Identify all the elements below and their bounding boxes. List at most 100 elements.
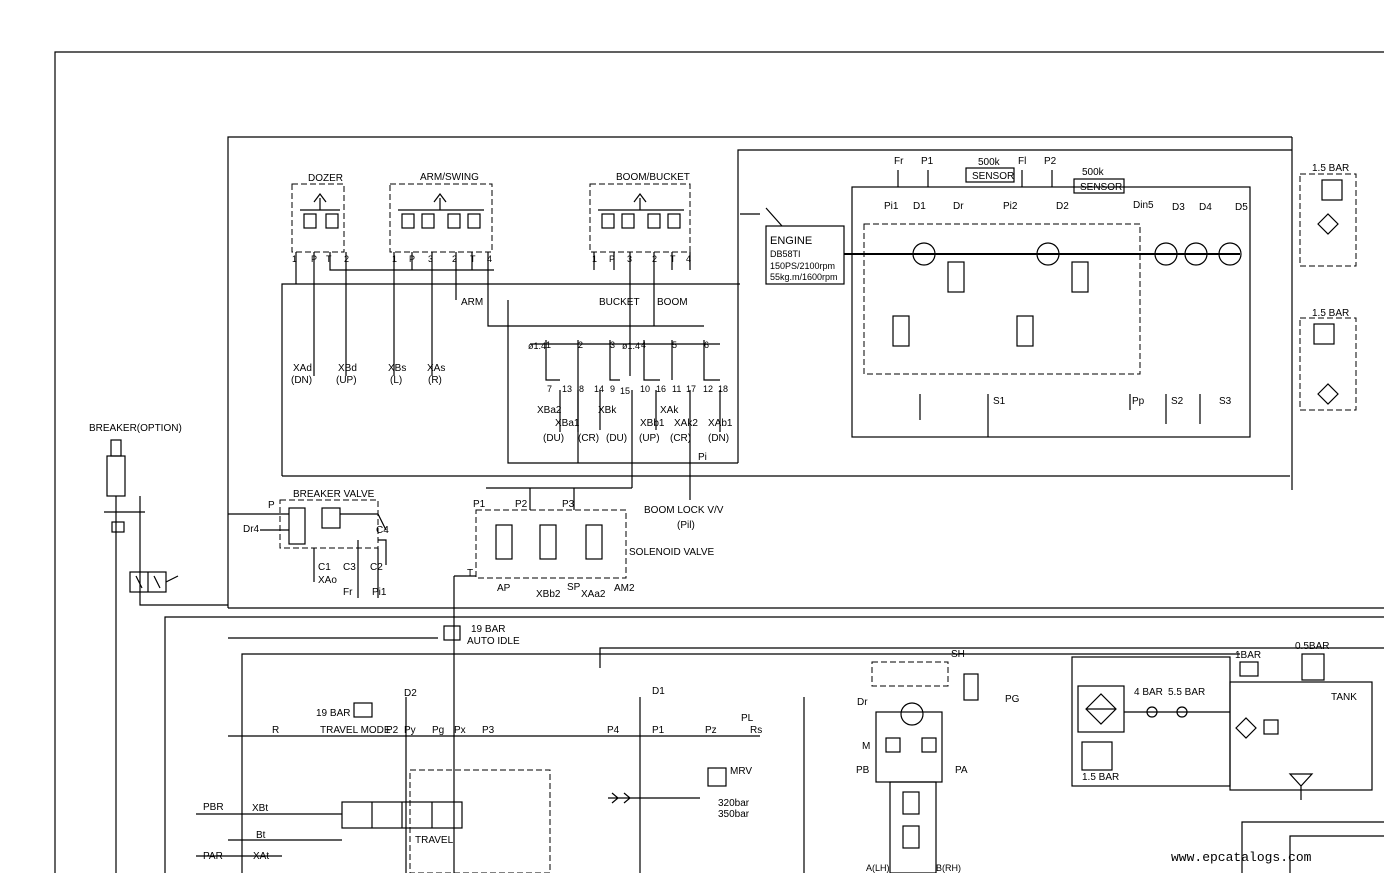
svg-text:A(LH): A(LH)	[866, 863, 890, 873]
svg-text:ø1.4: ø1.4	[622, 341, 640, 351]
svg-text:18: 18	[718, 384, 728, 394]
svg-text:10: 10	[640, 384, 650, 394]
svg-text:C2: C2	[370, 562, 383, 573]
svg-text:Pg: Pg	[432, 725, 444, 736]
svg-text:2: 2	[652, 254, 657, 264]
svg-text:D4: D4	[1199, 202, 1212, 213]
svg-text:Din5: Din5	[1133, 200, 1154, 211]
svg-text:D1: D1	[652, 686, 665, 697]
svg-text:(UP): (UP)	[639, 433, 660, 444]
svg-text:Dr: Dr	[953, 201, 964, 212]
svg-text:1.5 BAR: 1.5 BAR	[1082, 772, 1119, 783]
svg-text:P1: P1	[652, 725, 665, 736]
svg-text:15: 15	[620, 386, 630, 396]
breaker-valve: BREAKER VALVE P Dr4 C4 C1 C3 C2 XAo Fr P…	[228, 489, 389, 598]
svg-text:BREAKER VALVE: BREAKER VALVE	[293, 489, 375, 500]
svg-text:SOLENOID VALVE: SOLENOID VALVE	[629, 547, 715, 558]
svg-text:P: P	[609, 254, 615, 264]
lower-lines	[164, 607, 1384, 873]
svg-text:T: T	[470, 254, 476, 264]
svg-text:P1: P1	[473, 499, 486, 510]
svg-text:P1: P1	[921, 156, 934, 167]
svg-text:AUTO IDLE: AUTO IDLE	[467, 636, 520, 647]
svg-text:Px: Px	[454, 725, 466, 736]
svg-text:150PS/2100rpm: 150PS/2100rpm	[770, 261, 835, 271]
arm-swing-label: ARM/SWING	[420, 172, 479, 183]
svg-text:XAd: XAd	[293, 363, 312, 374]
svg-text:7: 7	[547, 384, 552, 394]
svg-text:11: 11	[672, 384, 681, 394]
svg-text:(UP): (UP)	[336, 375, 357, 386]
svg-text:PBR: PBR	[203, 802, 224, 813]
svg-text:2: 2	[578, 340, 583, 350]
svg-text:Pi1: Pi1	[372, 587, 387, 598]
svg-text:4: 4	[641, 340, 646, 350]
drawing-frame	[54, 51, 1384, 873]
svg-text:TRAVEL: TRAVEL	[415, 835, 454, 846]
svg-text:XBt: XBt	[252, 803, 268, 814]
svg-text:2: 2	[344, 254, 349, 264]
svg-text:XBa2: XBa2	[537, 405, 562, 416]
svg-text:PA: PA	[955, 765, 968, 776]
svg-text:T: T	[467, 568, 473, 579]
svg-text:350bar: 350bar	[718, 809, 750, 820]
svg-text:T: T	[326, 254, 332, 264]
svg-text:SP: SP	[567, 582, 581, 593]
pilot-line-labels: ARM BUCKET BOOM XAd (DN) XBd (UP) XBs (L…	[291, 297, 733, 531]
svg-text:AP: AP	[497, 583, 511, 594]
svg-text:MRV: MRV	[730, 766, 752, 777]
svg-text:S3: S3	[1219, 396, 1232, 407]
svg-text:D1: D1	[913, 201, 926, 212]
svg-text:17: 17	[686, 384, 696, 394]
svg-text:19 BAR: 19 BAR	[316, 708, 350, 719]
svg-text:C4: C4	[376, 525, 389, 536]
svg-text:P3: P3	[482, 725, 495, 736]
svg-text:500k: 500k	[978, 157, 1001, 168]
svg-text:XAo: XAo	[318, 575, 337, 586]
svg-text:TANK: TANK	[1331, 692, 1357, 703]
svg-text:B(RH): B(RH)	[936, 863, 961, 873]
svg-text:XBk: XBk	[598, 405, 617, 416]
svg-text:P2: P2	[515, 499, 528, 510]
svg-text:C1: C1	[318, 562, 331, 573]
pilot-filters: 1.5 BAR 1.5 BAR	[1299, 163, 1357, 411]
svg-text:XAa2: XAa2	[581, 589, 606, 600]
svg-text:SH: SH	[951, 649, 965, 660]
breaker-cylinder	[106, 455, 126, 497]
svg-text:13: 13	[562, 384, 572, 394]
svg-text:(L): (L)	[390, 375, 402, 386]
svg-text:S2: S2	[1171, 396, 1184, 407]
svg-text:XBd: XBd	[338, 363, 357, 374]
svg-text:Fr: Fr	[343, 587, 353, 598]
svg-text:ø1.4: ø1.4	[528, 341, 546, 351]
svg-text:XAs: XAs	[427, 363, 445, 374]
svg-text:3: 3	[610, 340, 615, 350]
svg-text:DB58TI: DB58TI	[770, 249, 801, 259]
pump-p3	[1154, 242, 1178, 266]
svg-text:BOOM LOCK V/V: BOOM LOCK V/V	[644, 505, 724, 516]
svg-text:(DU): (DU)	[606, 433, 627, 444]
svg-text:(CR): (CR)	[670, 433, 691, 444]
svg-text:PB: PB	[856, 765, 870, 776]
swing-motor: SH PG Dr M PB PA A(LH) B(RH)	[856, 649, 1020, 873]
pump-p5	[1218, 242, 1242, 266]
svg-text:1BAR: 1BAR	[1235, 650, 1261, 661]
svg-text:Py: Py	[404, 725, 416, 736]
svg-text:D2: D2	[404, 688, 417, 699]
svg-text:PG: PG	[1005, 694, 1020, 705]
svg-text:14: 14	[594, 384, 604, 394]
dozer-label: DOZER	[308, 173, 343, 184]
svg-text:320bar: 320bar	[718, 798, 750, 809]
pump-p2	[1036, 242, 1060, 266]
breaker-option-label: BREAKER(OPTION)	[89, 423, 182, 434]
engine: ENGINE DB58TI 150PS/2100rpm 55kg.m/1600r…	[740, 207, 1240, 285]
svg-text:XBs: XBs	[388, 363, 406, 374]
svg-text:Pi2: Pi2	[1003, 201, 1018, 212]
svg-text:Bt: Bt	[256, 830, 266, 841]
svg-text:S1: S1	[993, 396, 1006, 407]
svg-text:3: 3	[428, 254, 433, 264]
